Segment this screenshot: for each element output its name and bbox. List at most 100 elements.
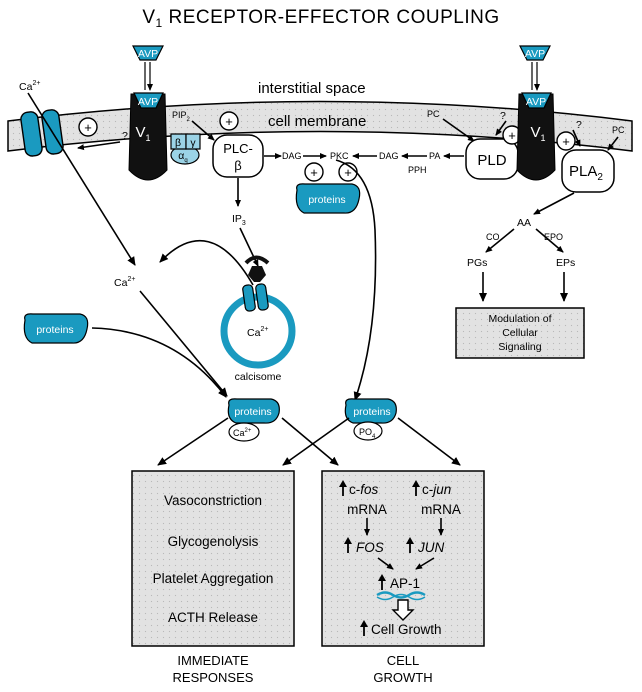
svg-text:Modulation of: Modulation of <box>488 313 551 325</box>
aa-to-pgs-arrow <box>485 228 515 253</box>
svg-text:Ca2+: Ca2+ <box>233 428 252 438</box>
svg-text:AVP: AVP <box>526 96 546 108</box>
svg-text:proteins: proteins <box>36 324 73 336</box>
ip3-to-receptor-arrow <box>239 227 259 267</box>
pc-to-pla2-arrow <box>607 136 619 151</box>
phosphate-to-growth-arrow <box>397 417 461 466</box>
svg-text:proteins: proteins <box>234 406 271 418</box>
v1-receptor-right <box>516 93 556 181</box>
svg-text:+: + <box>344 165 352 180</box>
epo-label: EPO <box>544 232 563 242</box>
svg-text:αq: αq <box>178 150 187 164</box>
calcium-influx-arrow <box>27 92 136 266</box>
jun-protein-label: JUN <box>417 540 444 555</box>
question-mark-left: ? <box>122 130 128 142</box>
pgs-label: PGs <box>467 257 487 269</box>
pph-label: PPH <box>408 165 427 175</box>
svg-text:AVP: AVP <box>525 48 545 60</box>
svg-text:PLA2: PLA2 <box>569 163 603 183</box>
dna-helix <box>376 591 426 599</box>
diagram-title: V1 RECEPTOR-EFFECTOR COUPLING <box>142 7 499 30</box>
pc-label-pld: PC <box>427 109 440 119</box>
increase-icon <box>360 620 368 636</box>
svg-text:AVP: AVP <box>138 48 158 60</box>
pa-label: PA <box>429 151 440 161</box>
increase-icon <box>406 537 414 553</box>
plus-icon <box>304 162 324 182</box>
increase-icon <box>378 574 386 590</box>
cell-growth-label-line2: GROWTH <box>373 670 432 685</box>
immediate-item-platelet-aggregation: Platelet Aggregation <box>153 571 274 586</box>
svg-text:β: β <box>175 137 181 149</box>
eps-label: EPs <box>556 257 575 269</box>
phosphate-to-immediate-arrow <box>282 417 350 466</box>
immediate-responses-label-line2: RESPONSES <box>173 670 254 685</box>
calcium-to-proteins-arrow <box>139 290 228 397</box>
calcium-ion-extracellular: Ca2+ <box>19 80 40 93</box>
v1-label-right: V1 <box>530 124 545 143</box>
calcium-bound-tag <box>228 422 260 442</box>
svg-text:PLD: PLD <box>477 152 506 169</box>
increase-icon <box>344 537 352 553</box>
increase-icon <box>339 480 347 496</box>
calcium-to-growth-arrow <box>281 417 339 466</box>
avp-bound-right <box>521 92 552 109</box>
pip2-arrow <box>191 120 215 141</box>
immediate-item-glycogenolysis: Glycogenolysis <box>168 534 259 549</box>
avp-ligand-top-left: AVP <box>132 45 164 61</box>
immediate-item-vasoconstriction: Vasoconstriction <box>164 493 262 508</box>
cell-growth-label: CELL <box>387 653 420 668</box>
pip2-label: PIP2 <box>172 110 191 123</box>
calcisome-release-arrow <box>159 239 254 286</box>
proteins-blob-membrane <box>295 183 361 214</box>
c-jun-label: c-jun <box>422 482 451 497</box>
fos-protein-label: FOS <box>356 540 384 555</box>
svg-text:Cellular: Cellular <box>502 327 538 339</box>
immediate-responses-label: IMMEDIATE <box>177 653 249 668</box>
cell-membrane-label: cell membrane <box>268 113 366 130</box>
svg-text:PLC-: PLC- <box>223 141 253 156</box>
avp-ligand-top-right: AVP <box>519 45 551 61</box>
plus-icon <box>219 111 239 131</box>
dag-label-right: DAG <box>379 151 399 161</box>
ip3-label: IP3 <box>232 213 246 227</box>
calcium-ion-calcisome: Ca2+ <box>247 326 268 339</box>
svg-text:+: + <box>508 128 516 143</box>
fos-mrna-label: mRNA <box>347 502 387 517</box>
svg-text:γ: γ <box>190 137 196 149</box>
v1-receptor-left <box>128 93 168 181</box>
proteins-calcium-complex <box>227 398 280 424</box>
proteins-blob-left <box>23 313 89 344</box>
immediate-item-acth-release: ACTH Release <box>168 610 258 625</box>
svg-text:AVP: AVP <box>138 96 158 108</box>
plc-beta-enzyme <box>212 134 264 178</box>
calcium-ion-cytosolic: Ca2+ <box>114 276 135 289</box>
pc-label-pla2: PC <box>612 125 625 135</box>
proteins-phosphate-complex <box>344 398 397 424</box>
aa-to-eps-arrow <box>535 228 564 253</box>
svg-text:PO4: PO4 <box>359 427 376 440</box>
ip3-receptor <box>248 266 266 282</box>
svg-text:β: β <box>234 158 241 173</box>
calcisome-label: calcisome <box>235 371 282 383</box>
phosphate-tag <box>353 421 383 441</box>
svg-text:+: + <box>310 165 318 180</box>
c-fos-label: c-fos <box>349 482 379 497</box>
cell-growth-item: Cell Growth <box>371 622 442 637</box>
calcisome-channel <box>242 283 269 312</box>
calcium-to-immediate-arrow <box>157 417 229 466</box>
svg-text:proteins: proteins <box>353 406 390 418</box>
pla2-enzyme <box>561 149 615 193</box>
dag-label-left: DAG <box>282 151 302 161</box>
proteins-to-calcium-complex-arrow <box>91 327 227 398</box>
v1-to-channel-arrow <box>77 141 121 151</box>
co-label: CO <box>486 232 500 242</box>
pc-to-pld-arrow <box>442 118 475 142</box>
v1-label-left: V1 <box>135 124 150 143</box>
pkc-label: PKC <box>330 151 349 161</box>
jun-mrna-label: mRNA <box>421 502 461 517</box>
increase-icon <box>412 480 420 496</box>
pkc-phosphorylation-arrow <box>335 159 377 401</box>
plus-icon <box>556 131 576 151</box>
